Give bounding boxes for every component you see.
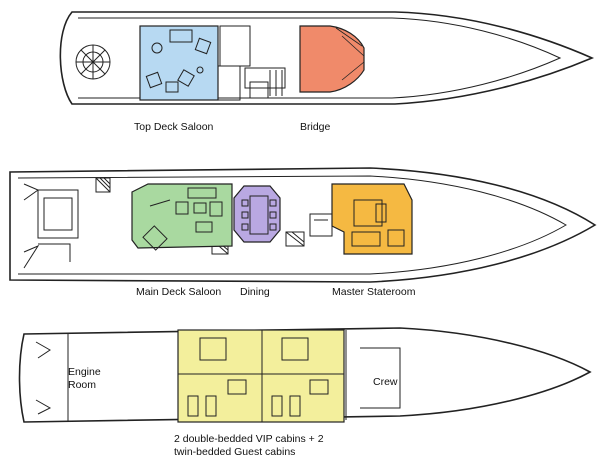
label-master-stateroom: Master Stateroom xyxy=(332,286,416,298)
guest-cabins xyxy=(177,329,345,423)
top-deck-hull xyxy=(59,11,595,105)
aft-deck xyxy=(23,183,79,269)
main-deck-galley xyxy=(309,213,333,237)
label-bridge: Bridge xyxy=(300,121,331,133)
master-stateroom xyxy=(331,183,413,255)
lower-deck-hull xyxy=(18,327,592,423)
saloon-furniture xyxy=(145,29,212,93)
main-saloon-furniture xyxy=(142,187,223,251)
top-deck-saloon xyxy=(139,25,219,101)
label-engine-line2: Room xyxy=(68,379,97,391)
master-bed xyxy=(351,199,405,247)
dining-table xyxy=(241,195,277,235)
main-deck xyxy=(9,167,597,283)
bridge xyxy=(299,25,365,93)
label-engine-line1: Engine xyxy=(68,366,101,378)
label-crew: Crew xyxy=(373,376,398,388)
label-dining: Dining xyxy=(240,286,270,298)
engine-room xyxy=(35,334,69,422)
top-deck-stair xyxy=(75,44,111,80)
top-deck-inner-line xyxy=(78,17,562,99)
lower-deck xyxy=(18,327,592,423)
main-deck-hull xyxy=(9,167,597,283)
main-deck-inner-line xyxy=(17,175,567,275)
cabin-partitions xyxy=(178,330,344,422)
top-deck-galley xyxy=(217,25,286,101)
label-cabins-line1: 2 double-bedded VIP cabins + 2 xyxy=(174,433,324,445)
label-main-deck-saloon: Main Deck Saloon xyxy=(136,286,222,298)
label-top-deck-saloon: Top Deck Saloon xyxy=(134,121,214,133)
top-deck xyxy=(59,11,595,105)
crew-area xyxy=(345,330,401,420)
label-cabins-line2: twin-bedded Guest cabins xyxy=(174,446,296,458)
